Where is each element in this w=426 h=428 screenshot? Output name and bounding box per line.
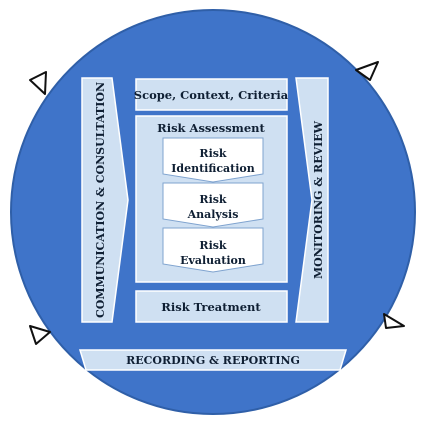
- cycle-arrowhead-icon: [355, 61, 379, 81]
- risk-treatment-label: Risk Treatment: [161, 300, 261, 314]
- step-risk-evaluation-line1: Risk: [199, 239, 227, 252]
- recording-reporting-bar: [78, 349, 348, 371]
- risk-treatment-box: [135, 290, 288, 323]
- cycle-arrowhead-icon: [29, 71, 47, 95]
- step-risk-analysis-line2: Analysis: [187, 208, 239, 221]
- recording-reporting-label: RECORDING & REPORTING: [126, 354, 300, 367]
- monitoring-review-bar: [295, 77, 329, 323]
- step-risk-evaluation: [162, 227, 264, 273]
- step-risk-identification-line2: Identification: [171, 162, 255, 175]
- risk-assessment-title: Risk Assessment: [157, 121, 265, 135]
- cycle-arrowhead-icon: [29, 325, 51, 345]
- scope-context-criteria-label: Scope, Context, Criteria: [134, 88, 289, 102]
- step-risk-analysis: [162, 182, 264, 228]
- step-risk-evaluation-line2: Evaluation: [180, 254, 246, 267]
- step-risk-identification-line1: Risk: [199, 147, 227, 160]
- scope-context-criteria-box: [135, 78, 288, 111]
- step-risk-identification: [162, 137, 264, 183]
- communication-consultation-label: COMMUNICATION & CONSULTATION: [94, 82, 107, 318]
- monitoring-review-label: MONITORING & REVIEW: [312, 120, 325, 279]
- step-risk-analysis-line1: Risk: [199, 193, 227, 206]
- communication-consultation-bar: [81, 77, 129, 323]
- cycle-arrowhead-icon: [383, 313, 405, 329]
